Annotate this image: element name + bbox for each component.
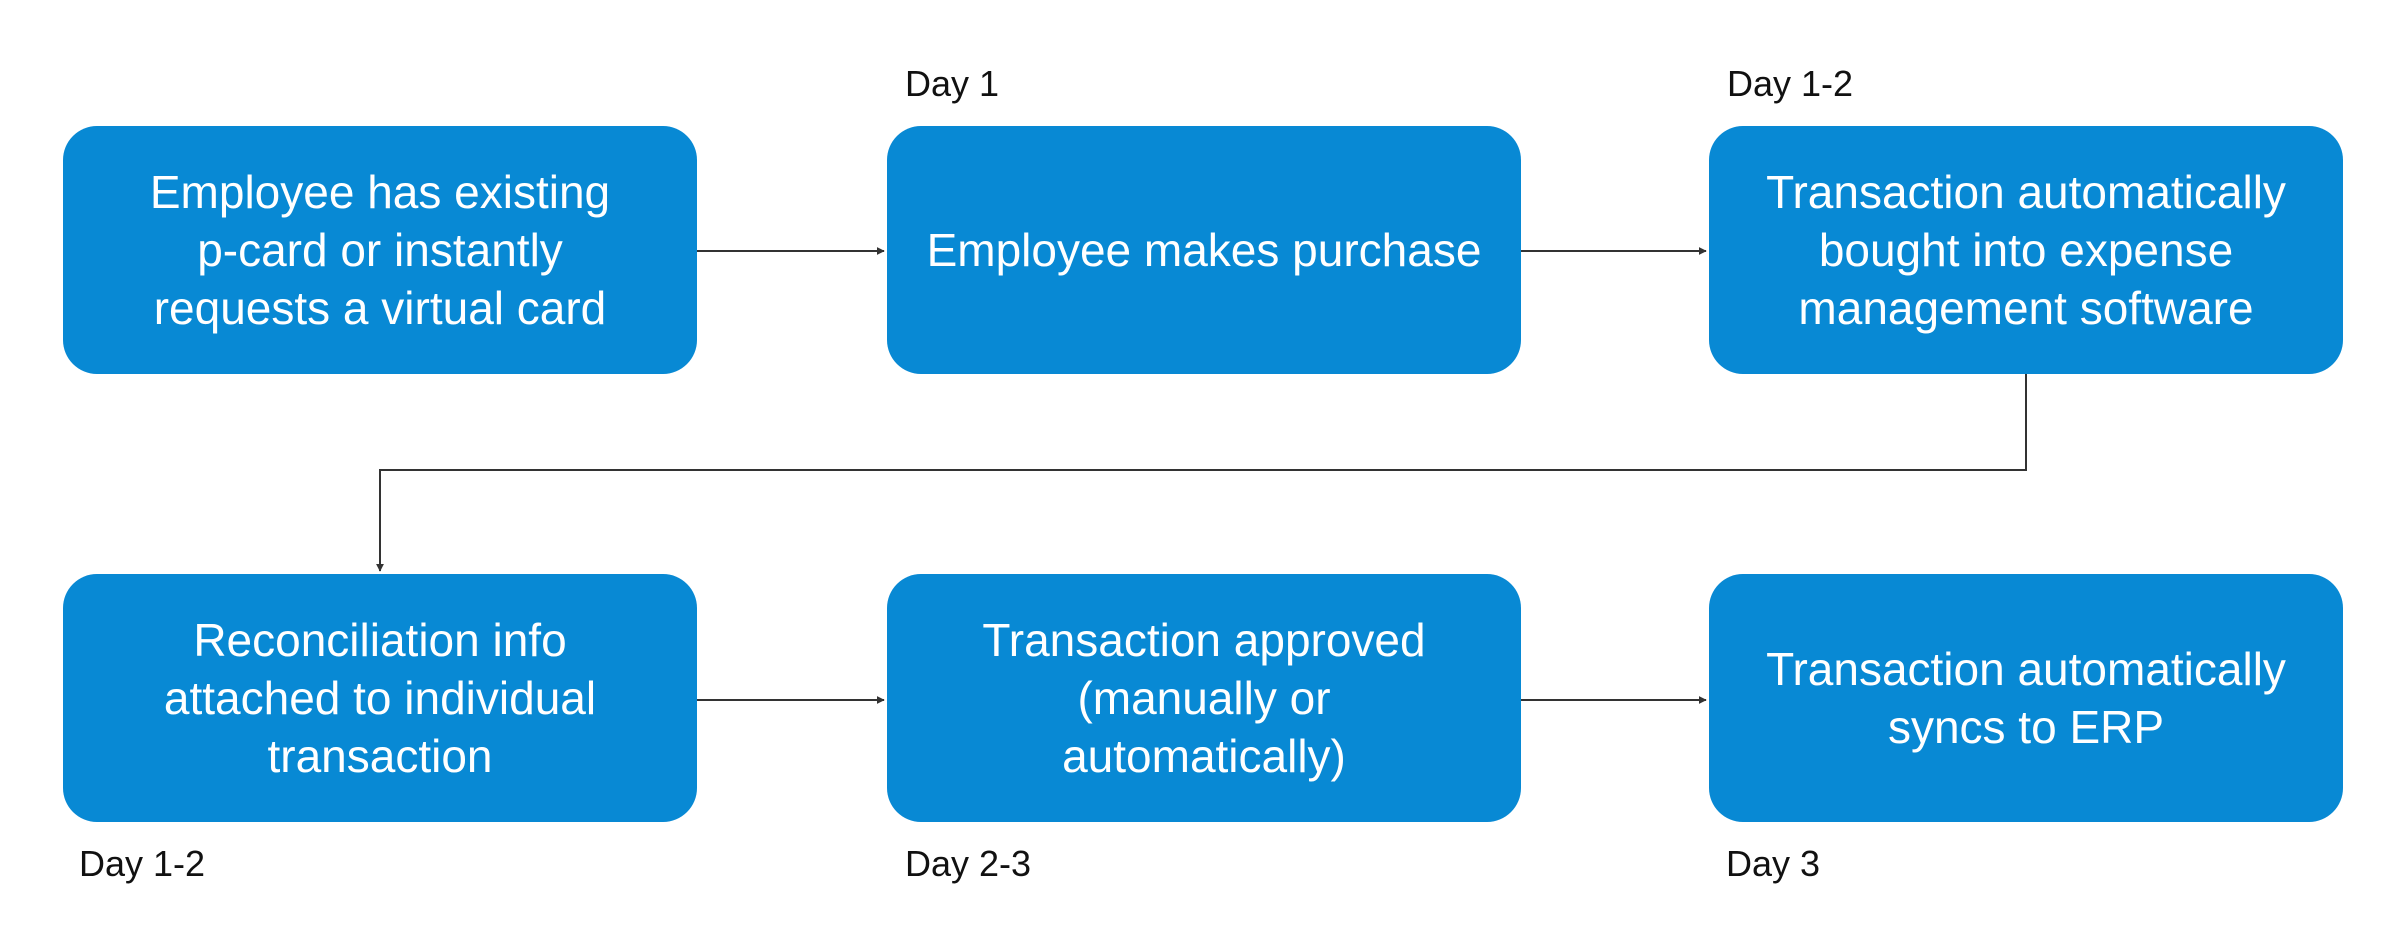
day-label-erp-sync: Day 3 [1726,843,1821,884]
step-box-erp-sync: Transaction automatically syncs to ERP [1709,574,2343,822]
day-label-import: Day 1-2 [1727,63,1854,104]
step-box-purchase: Employee makes purchase [887,126,1521,374]
day-label-approval: Day 2-3 [905,843,1032,884]
step-text-approval: Transaction approved (manually or automa… [982,614,1426,782]
step-text-import: Transaction automatically bought into ex… [1766,166,2286,334]
step-box-reconciliation: Reconciliation info attached to individu… [63,574,697,822]
step-text-erp-sync: Transaction automatically syncs to ERP [1766,643,2286,753]
day-label-reconciliation: Day 1-2 [79,843,206,884]
step-text-reconciliation: Reconciliation info attached to individu… [163,614,597,782]
step-text-purchase: Employee makes purchase [926,224,1482,276]
step-box-import: Transaction automatically bought into ex… [1709,126,2343,374]
day-label-purchase: Day 1 [905,63,1000,104]
arrow-step3-to-step4 [376,364,2027,572]
step-box-approval: Transaction approved (manually or automa… [887,574,1521,822]
step-box-card-request: Employee has existing p-card or instantl… [63,126,697,374]
step-text-card-request: Employee has existing p-card or instantl… [149,166,611,334]
